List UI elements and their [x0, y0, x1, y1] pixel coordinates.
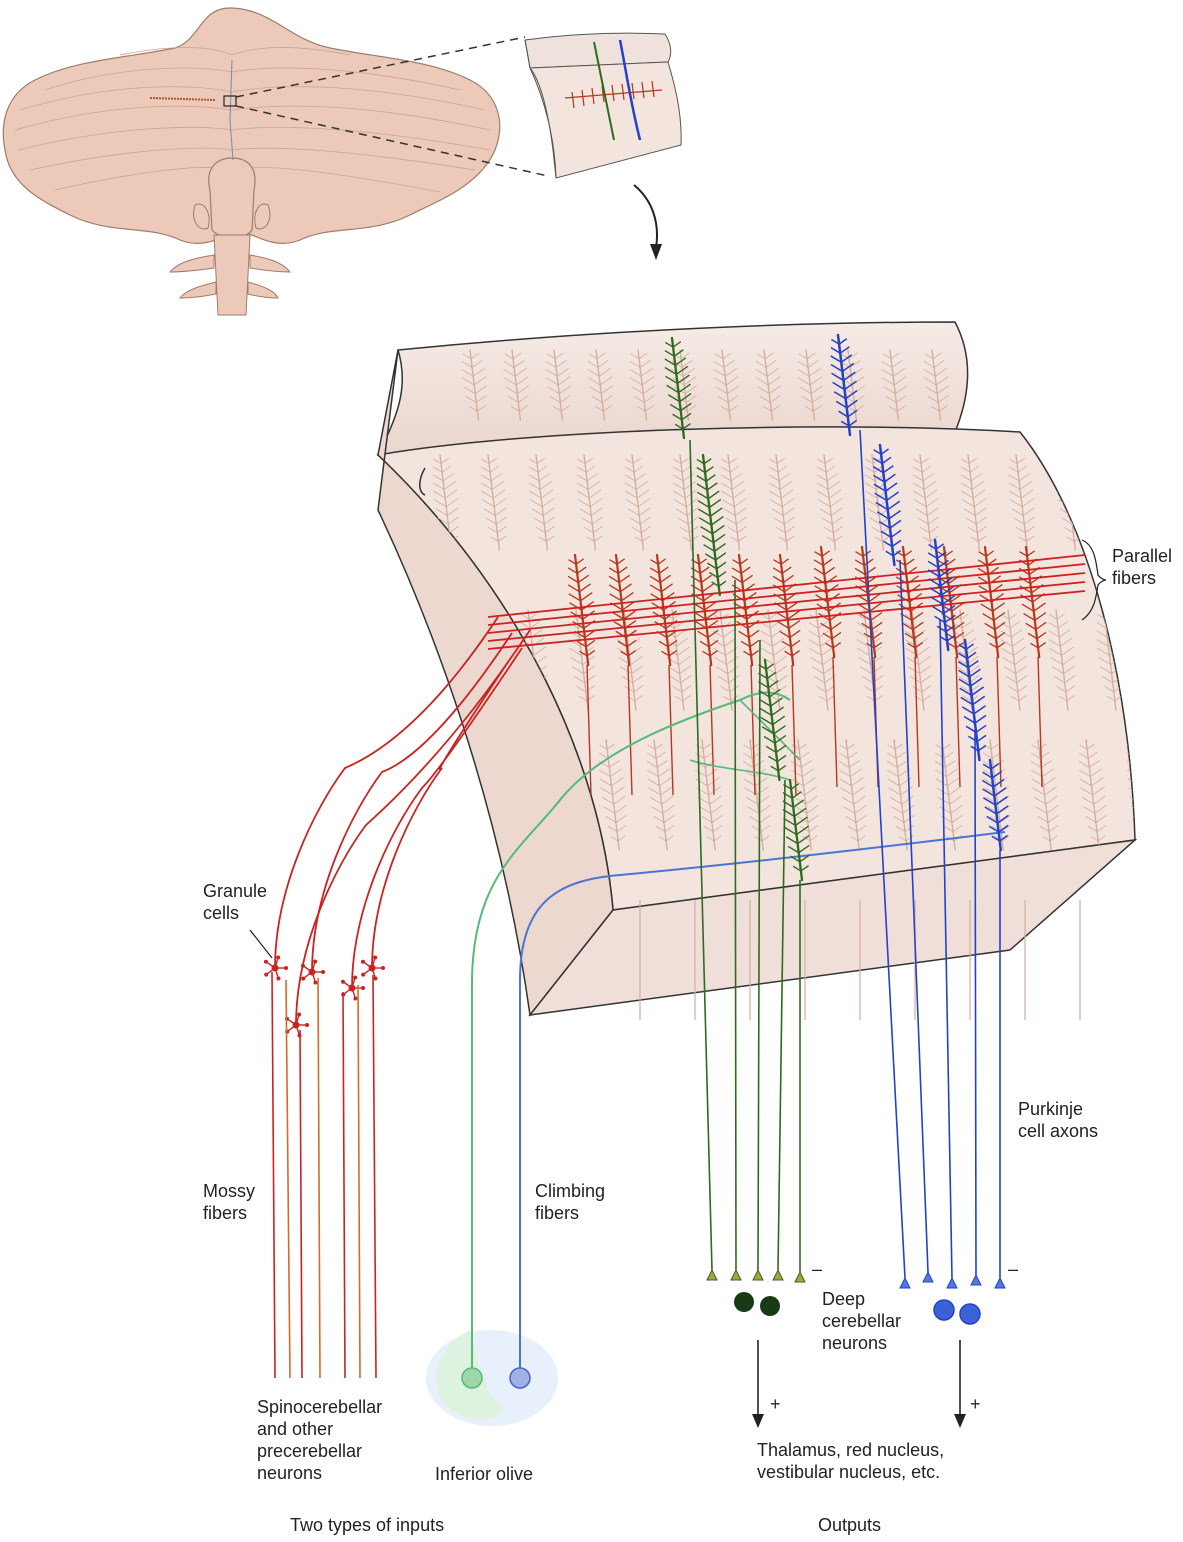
- synapse-blue: [923, 1272, 933, 1282]
- deep-neuron-green: [734, 1292, 754, 1312]
- synapse-blue: [947, 1278, 957, 1288]
- mossy-fibers-label: Mossy fibers: [203, 1180, 255, 1224]
- granule-cells-pointer: [250, 930, 272, 958]
- zoom-arrow-icon: [634, 185, 662, 260]
- granule-cell-body: [293, 1022, 300, 1029]
- small-folium-block: [525, 33, 681, 178]
- granule-cell-body: [369, 965, 376, 972]
- granule-cells-label: Granule cells: [203, 880, 267, 924]
- spinocerebellar-label: Spinocerebellar and other precerebellar …: [257, 1396, 382, 1484]
- synapse-blue: [900, 1278, 910, 1288]
- granule-cell-body: [309, 969, 316, 976]
- climbing-fibers-label: Climbing fibers: [535, 1180, 605, 1224]
- deep-neurons-label: Deep cerebellar neurons: [822, 1288, 901, 1354]
- blue-excitatory-sign: +: [970, 1393, 981, 1415]
- outputs-caption: Outputs: [818, 1514, 881, 1536]
- olive-neuron-blue: [510, 1368, 530, 1388]
- synapse-green: [731, 1270, 741, 1280]
- deep-neuron-blue: [960, 1304, 980, 1324]
- inferior-olive: [426, 1330, 558, 1426]
- blue-inhibitory-sign: –: [1008, 1258, 1018, 1280]
- purkinje-axons-label: Purkinje cell axons: [1018, 1098, 1098, 1142]
- synapse-blue: [995, 1278, 1005, 1288]
- synapse-green: [753, 1270, 763, 1280]
- cerebellum-illustration: [3, 8, 499, 315]
- inputs-caption: Two types of inputs: [290, 1514, 444, 1536]
- olive-neuron-green: [462, 1368, 482, 1388]
- mossy-fiber: [272, 972, 275, 1378]
- green-excitatory-sign: +: [770, 1393, 781, 1415]
- deep-neuron-green: [760, 1296, 780, 1316]
- parallel-fibers-label: Parallel fibers: [1112, 545, 1172, 589]
- mossy-fiber: [286, 980, 290, 1378]
- synapse-green: [795, 1272, 805, 1282]
- purkinje-axon-green: [735, 580, 736, 1270]
- purkinje-axon-blue: [975, 730, 976, 1275]
- output-arrowhead: [954, 1414, 966, 1428]
- mossy-fiber: [358, 985, 360, 1378]
- output-targets-label: Thalamus, red nucleus, vestibular nucleu…: [757, 1439, 944, 1483]
- mossy-fiber: [343, 992, 345, 1378]
- synapse-blue: [971, 1275, 981, 1285]
- output-arrowhead: [752, 1414, 764, 1428]
- deep-neuron-blue: [934, 1300, 954, 1320]
- granule-cell-body: [272, 965, 279, 972]
- green-inhibitory-sign: –: [812, 1258, 822, 1280]
- mossy-fiber: [318, 978, 320, 1378]
- inferior-olive-label: Inferior olive: [435, 1463, 533, 1485]
- mossy-fiber: [300, 1030, 302, 1378]
- mossy-fiber: [373, 975, 376, 1378]
- synapse-green: [773, 1270, 783, 1280]
- synapse-green: [707, 1270, 717, 1280]
- granule-cell-body: [349, 985, 356, 992]
